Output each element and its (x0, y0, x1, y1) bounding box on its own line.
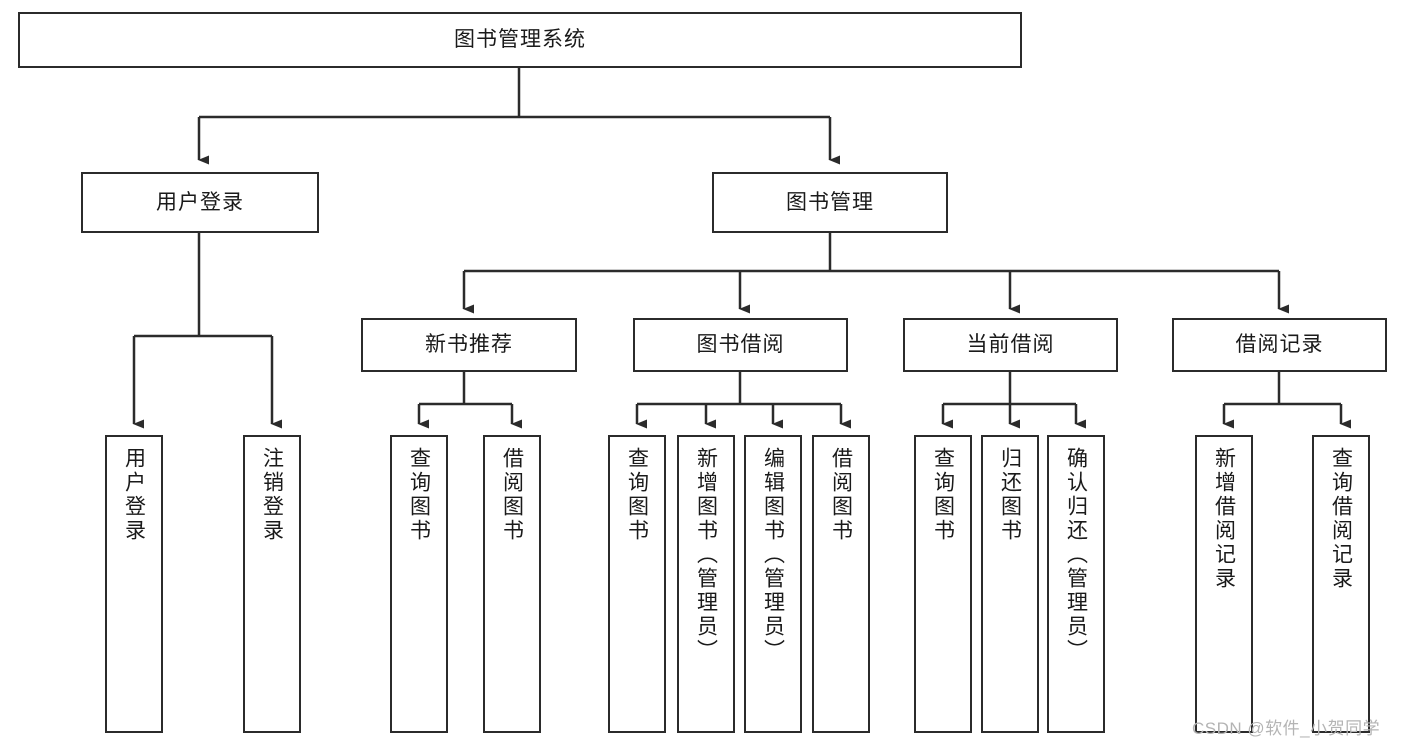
node-leaf-query-book-borrow[interactable]: 查询图书 (608, 435, 666, 733)
node-user-login[interactable]: 用户登录 (81, 172, 319, 233)
node-leaf-query-book-current[interactable]: 查询图书 (914, 435, 972, 733)
node-current-borrow[interactable]: 当前借阅 (903, 318, 1118, 372)
node-label: 当前借阅 (966, 333, 1055, 357)
node-leaf-logout[interactable]: 注销登录 (243, 435, 301, 733)
node-root-book-management-system[interactable]: 图书管理系统 (18, 12, 1022, 68)
node-label: 借阅记录 (1235, 333, 1324, 357)
node-label: 新增借阅记录 (1212, 447, 1236, 591)
node-label: 图书管理 (786, 190, 874, 214)
node-label: 新书推荐 (425, 333, 513, 357)
node-label: 图书管理系统 (454, 28, 586, 52)
node-label: 查询图书 (931, 447, 955, 543)
node-label: 用户登录 (122, 447, 146, 543)
node-label: 确认归还（管理员） (1064, 447, 1088, 663)
node-label: 新增图书（管理员） (694, 447, 718, 663)
node-leaf-borrow-book[interactable]: 借阅图书 (812, 435, 870, 733)
node-leaf-return-book[interactable]: 归还图书 (981, 435, 1039, 733)
node-label: 查询图书 (407, 447, 431, 543)
node-label: 查询图书 (625, 447, 649, 543)
node-book-management[interactable]: 图书管理 (712, 172, 948, 233)
node-label: 归还图书 (998, 447, 1022, 543)
node-leaf-edit-book-admin[interactable]: 编辑图书（管理员） (744, 435, 802, 733)
node-borrow-record[interactable]: 借阅记录 (1172, 318, 1387, 372)
csdn-watermark: CSDN @软件_小贺同学 (1192, 719, 1381, 738)
node-book-borrow[interactable]: 图书借阅 (633, 318, 848, 372)
node-leaf-borrow-book-recommend[interactable]: 借阅图书 (483, 435, 541, 733)
node-label: 借阅图书 (829, 447, 853, 543)
node-label: 图书借阅 (696, 333, 785, 357)
node-label: 用户登录 (156, 190, 244, 214)
node-new-book-recommend[interactable]: 新书推荐 (361, 318, 577, 372)
node-label: 编辑图书（管理员） (761, 447, 785, 663)
node-label: 借阅图书 (500, 447, 524, 543)
node-label: 注销登录 (260, 447, 284, 543)
node-leaf-add-borrow-record[interactable]: 新增借阅记录 (1195, 435, 1253, 733)
node-leaf-query-borrow-record[interactable]: 查询借阅记录 (1312, 435, 1370, 733)
node-leaf-user-login[interactable]: 用户登录 (105, 435, 163, 733)
node-label: 查询借阅记录 (1329, 447, 1353, 591)
node-leaf-add-book-admin[interactable]: 新增图书（管理员） (677, 435, 735, 733)
node-leaf-confirm-return-admin[interactable]: 确认归还（管理员） (1047, 435, 1105, 733)
node-leaf-query-book-recommend[interactable]: 查询图书 (390, 435, 448, 733)
